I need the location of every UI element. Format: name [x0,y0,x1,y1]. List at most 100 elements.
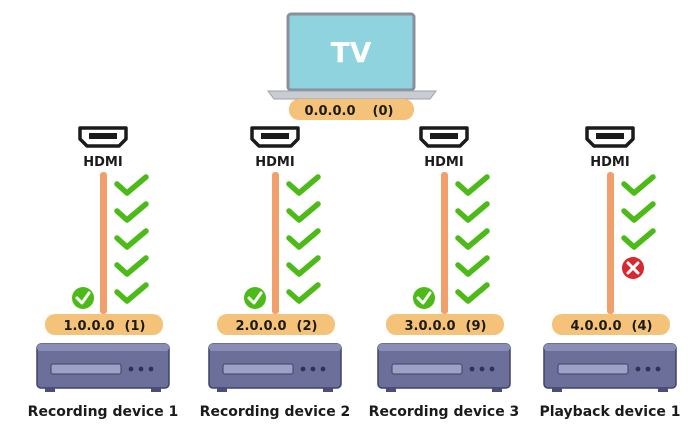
address-bar: 3.0.0.0 (9) [386,314,504,335]
device-button [300,366,306,372]
tv-physical-address: 0.0.0.0 [305,104,356,119]
device-button [645,366,651,372]
device-box [36,343,170,392]
hdmi-cable [100,172,107,314]
device-button [148,366,154,372]
device-foot [552,388,562,392]
device-button [655,366,661,372]
check-icon [455,201,490,223]
device-slot [50,363,122,375]
device-slot [222,363,294,375]
device-name: Recording device 3 [369,404,520,420]
address-bar: 1.0.0.0 (1) [45,314,163,335]
ok-tick [247,291,263,305]
hdmi-icon [585,126,635,148]
device-foot [151,388,161,392]
ok-tick [75,291,91,305]
branches: HDMI 1.0.0.0 (1) Recording device 1 HDMI 2.0.… [28,126,681,420]
address-bar: 2.0.0.0(2) [217,314,335,335]
device-top [378,344,510,351]
check-icon [621,174,656,196]
device-box [208,343,342,392]
check-icon [114,255,149,277]
check-icon [114,174,149,196]
device-button [489,366,495,372]
status-ok-icon [413,287,435,309]
check-icon [455,282,490,304]
device-slot [391,363,463,375]
device-top [209,344,341,351]
tv-logical-address: (0) [373,104,394,119]
address-bar-bg [552,314,670,335]
device-name: Recording device 1 [28,404,179,420]
status-error-icon [622,257,644,279]
hdmi-label: HDMI [255,155,294,170]
physical-address: 4.0.0.0 [571,319,622,334]
hdmi-plug-pins [89,133,117,139]
hdmi-label: HDMI [83,155,122,170]
device-top [544,344,676,351]
ok-circle [413,287,435,309]
branch-1: HDMI 1.0.0.0 (1) Recording device 1 [28,126,179,420]
check-icon [286,201,321,223]
logical-address: (4) [632,319,653,334]
device-top [37,344,169,351]
hdmi-icon [78,126,128,148]
check-icon [286,228,321,250]
address-bar-bg [217,314,335,335]
device-foot [217,388,227,392]
check-icon [621,201,656,223]
check-icon [286,174,321,196]
device-button [469,366,475,372]
address-bar-bg [386,314,504,335]
logical-address: (9) [466,319,487,334]
status-ok-icon [244,287,266,309]
hdmi-plug-pins [261,133,289,139]
check-icon [114,201,149,223]
device-foot [386,388,396,392]
ok-tick [416,291,432,305]
check-icon [455,174,490,196]
device-foot [45,388,55,392]
address-bar: 4.0.0.0 (4) [552,314,670,335]
status-ok-icon [72,287,94,309]
check-icon [455,255,490,277]
device-name: Recording device 2 [200,404,351,420]
hdmi-cable [441,172,448,314]
error-cross [626,261,640,275]
logical-address: (1) [125,319,146,334]
device-box [543,343,677,392]
logical-address: (2) [297,319,318,334]
hdmi-label: HDMI [590,155,629,170]
tv-label: TV [331,36,372,69]
hdmi-plug-pins [430,133,458,139]
tv: TV [267,12,437,100]
device-button [310,366,316,372]
device-box [377,343,511,392]
device-foot [323,388,333,392]
branch-3: HDMI 3.0.0.0 (9) Recording device 3 [369,126,520,420]
hdmi-icon [419,126,469,148]
device-slot [557,363,629,375]
hdmi-plug-pins [596,133,624,139]
device-button [635,366,641,372]
branch-2: HDMI 2.0.0.0(2) Recording device 2 [200,126,351,420]
check-icon [286,282,321,304]
tv-stand [267,90,437,100]
hdmi-cable [607,172,614,314]
check-icon [621,228,656,250]
tv-screen [286,12,416,92]
check-icon [114,282,149,304]
device-button [138,366,144,372]
address-bar-bg [45,314,163,335]
check-icon [455,228,490,250]
ok-circle [244,287,266,309]
device-foot [492,388,502,392]
physical-address: 1.0.0.0 [64,319,115,334]
hdmi-label: HDMI [424,155,463,170]
ok-circle [72,287,94,309]
tv-address-bar: 0.0.0.0 (0) [289,99,414,120]
check-icon [114,228,149,250]
physical-address: 3.0.0.0 [405,319,456,334]
